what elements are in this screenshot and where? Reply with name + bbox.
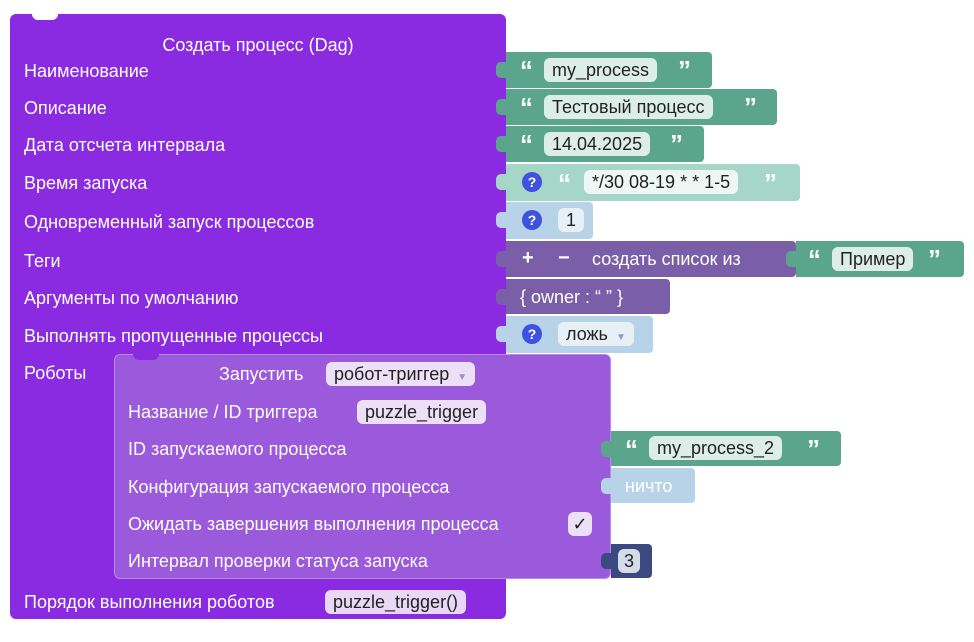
- plus-icon[interactable]: +: [522, 247, 534, 269]
- label-name: Наименование: [24, 61, 149, 81]
- quote-close-icon: ”: [928, 244, 941, 274]
- label-tags: Теги: [24, 251, 61, 271]
- run-type-value: робот-триггер: [334, 364, 450, 384]
- help-icon[interactable]: ?: [522, 210, 542, 230]
- interval-input[interactable]: 3: [618, 549, 641, 573]
- dropdown-arrow-icon: ▼: [615, 332, 626, 343]
- label-catchup: Выполнять пропущенные процессы: [24, 326, 323, 346]
- catchup-dropdown[interactable]: ложь ▼: [558, 322, 634, 346]
- description-text-block[interactable]: “ Тестовый процесс ”: [496, 89, 777, 125]
- label-trigger-id: Название / ID триггера: [128, 402, 318, 422]
- start-date-text-block[interactable]: “ 14.04.2025 ”: [496, 126, 704, 162]
- puzzle-connector: [496, 326, 506, 342]
- order-field[interactable]: puzzle_trigger(): [325, 590, 467, 614]
- minus-icon[interactable]: −: [558, 247, 570, 269]
- schedule-input[interactable]: */30 08-19 * * 1-5: [584, 170, 739, 194]
- label-start-date: Дата отсчета интервала: [24, 135, 226, 155]
- puzzle-connector: [496, 62, 506, 78]
- puzzle-connector: [601, 478, 611, 494]
- puzzle-connector: [496, 99, 506, 115]
- name-input[interactable]: my_process: [544, 58, 658, 82]
- tag-input[interactable]: Пример: [832, 247, 914, 271]
- label-robots: Роботы: [24, 363, 87, 383]
- quote-open-icon: “: [808, 244, 821, 274]
- puzzle-connector: [496, 174, 506, 190]
- max-active-runs-block[interactable]: ? 1: [496, 202, 593, 239]
- label-order: Порядок выполнения роботов: [24, 592, 275, 612]
- name-text-block[interactable]: “ my_process ”: [496, 52, 712, 88]
- start-date-input[interactable]: 14.04.2025: [544, 132, 651, 156]
- trigger-id-input[interactable]: puzzle_trigger: [357, 400, 487, 424]
- config-null-block[interactable]: ничто: [601, 468, 695, 503]
- block-title: Создать процесс (Dag): [162, 35, 354, 55]
- dropdown-arrow-icon: ▼: [457, 372, 468, 383]
- puzzle-connector: [601, 441, 611, 457]
- process-id-text-block[interactable]: “ my_process_2 ”: [601, 431, 841, 466]
- config-value: ничто: [625, 476, 673, 496]
- label-wait: Ожидать завершения выполнения процесса: [128, 514, 499, 534]
- tag-text-block[interactable]: “ Пример ”: [786, 241, 964, 277]
- block-notch: [133, 354, 159, 360]
- quote-close-icon: ”: [670, 129, 683, 159]
- quote-open-icon: “: [520, 55, 533, 85]
- puzzle-connector: [496, 136, 506, 152]
- quote-close-icon: ”: [807, 434, 820, 464]
- quote-open-icon: “: [558, 168, 571, 198]
- label-max-active-runs: Одновременный запуск процессов: [24, 212, 315, 232]
- quote-close-icon: ”: [678, 55, 691, 85]
- help-icon[interactable]: ?: [522, 324, 542, 344]
- puzzle-connector: [601, 553, 611, 569]
- run-label: Запустить: [219, 364, 304, 384]
- max-active-runs-input[interactable]: 1: [558, 208, 585, 232]
- puzzle-connector: [786, 251, 796, 267]
- label-schedule: Время запуска: [24, 173, 148, 193]
- quote-open-icon: “: [625, 434, 638, 464]
- default-args-block[interactable]: { owner : “ ” }: [496, 279, 670, 314]
- create-list-label: создать список из: [592, 249, 741, 269]
- default-args-value: { owner : “ ” }: [520, 287, 624, 307]
- catchup-value: ложь: [566, 324, 608, 344]
- catchup-block[interactable]: ? ложь ▼: [496, 316, 653, 353]
- puzzle-connector: [496, 251, 506, 267]
- wait-checkbox[interactable]: ✓: [568, 512, 592, 536]
- block-notch: [32, 14, 58, 20]
- label-config: Конфигурация запускаемого процесса: [128, 477, 450, 497]
- schedule-block[interactable]: ? “ */30 08-19 * * 1-5 ”: [496, 164, 800, 201]
- quote-close-icon: ”: [744, 92, 757, 122]
- label-default-args: Аргументы по умолчанию: [24, 288, 239, 308]
- label-interval: Интервал проверки статуса запуска: [128, 551, 428, 571]
- interval-number-block[interactable]: 3: [601, 544, 652, 578]
- puzzle-connector: [496, 212, 506, 228]
- puzzle-connector: [496, 289, 506, 305]
- label-process-id: ID запускаемого процесса: [128, 439, 347, 459]
- help-icon[interactable]: ?: [522, 172, 542, 192]
- quote-close-icon: ”: [764, 168, 777, 198]
- label-description: Описание: [24, 98, 107, 118]
- tags-list-block[interactable]: + − создать список из: [496, 241, 796, 277]
- description-input[interactable]: Тестовый процесс: [544, 95, 713, 119]
- run-type-dropdown[interactable]: робот-триггер ▼: [326, 362, 476, 386]
- robot-trigger-block[interactable]: Запустить робот-триггер ▼ Название / ID т…: [114, 354, 611, 579]
- quote-open-icon: “: [520, 129, 533, 159]
- process-id-input[interactable]: my_process_2: [649, 436, 783, 460]
- quote-open-icon: “: [520, 92, 533, 122]
